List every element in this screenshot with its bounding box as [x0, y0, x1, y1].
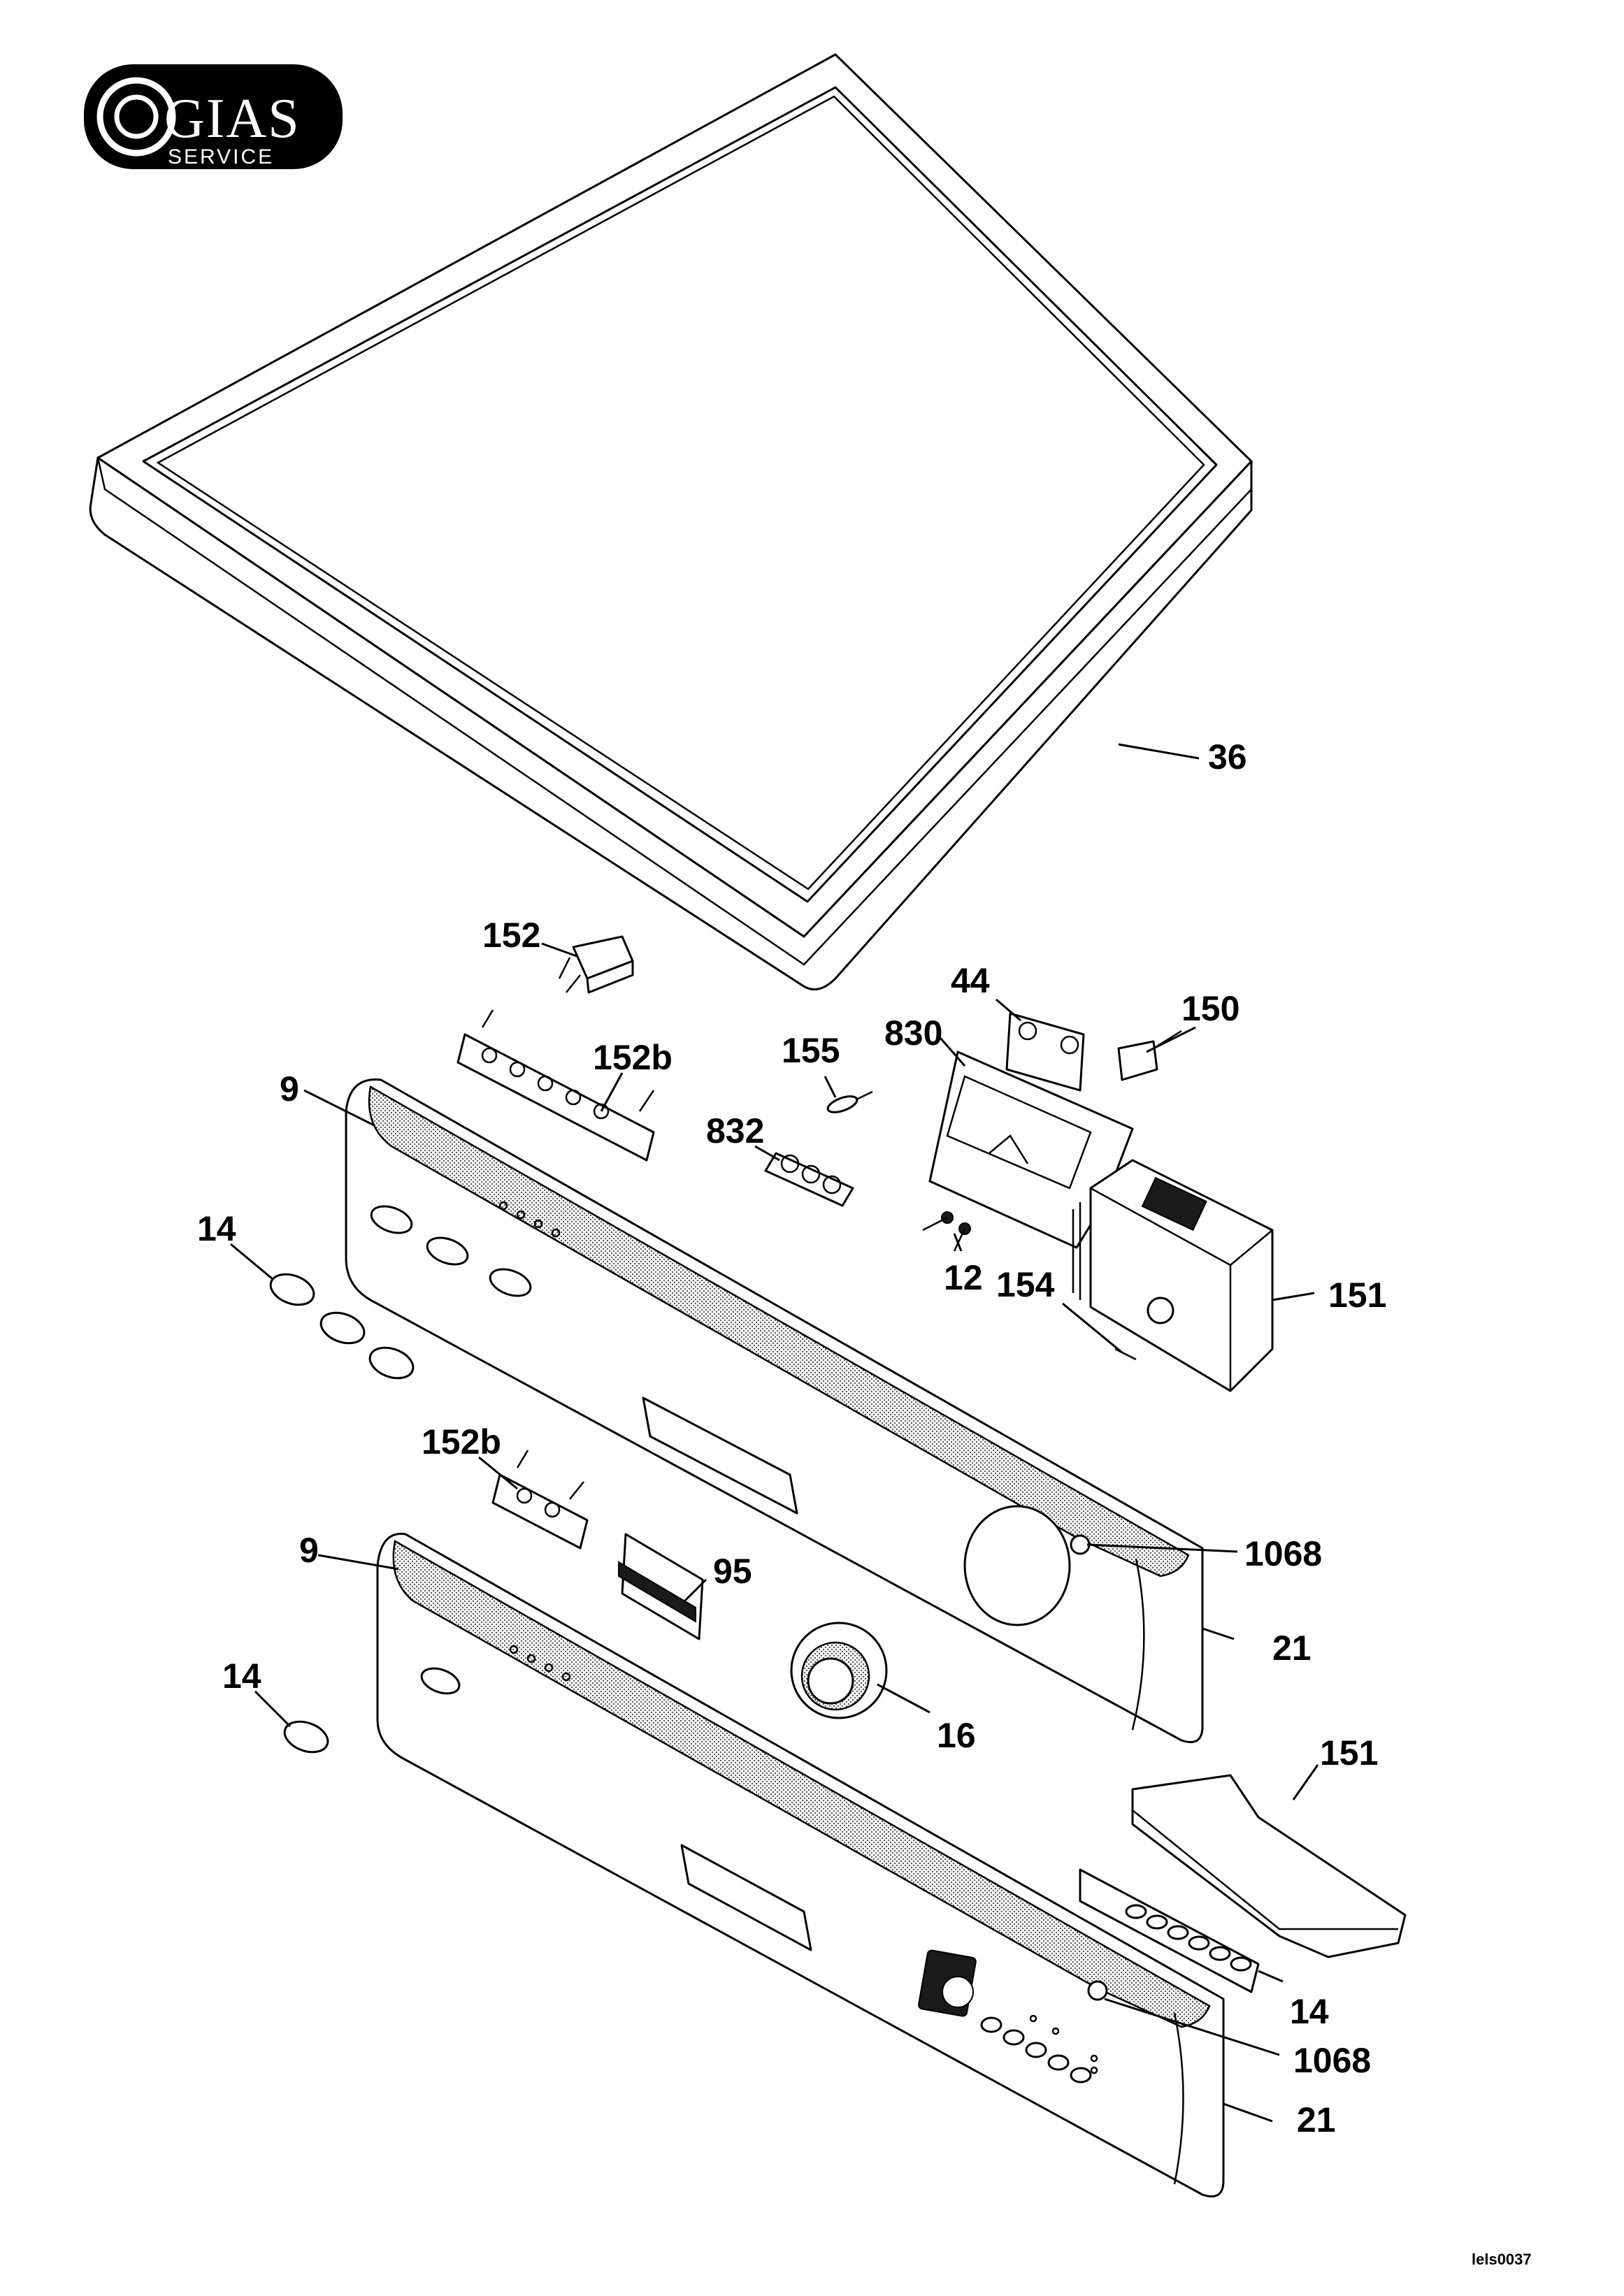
electronic-board-95-part: [618, 1533, 704, 1640]
logo-brand: GIAS: [164, 88, 301, 150]
knob-caps-14-top-part: [269, 1273, 415, 1380]
callout-36: 36: [1208, 737, 1247, 777]
callout-1068-top: 1068: [1244, 1534, 1322, 1573]
callout-9-top: 9: [280, 1069, 299, 1109]
wire-connector-832-part: [764, 1152, 854, 1207]
logo-tagline: SERVICE: [168, 145, 274, 168]
spring-clip-12-part: [922, 1211, 971, 1252]
callout-16: 16: [937, 1716, 976, 1755]
callout-832: 832: [706, 1111, 764, 1150]
callout-labels: 36 152 44 150 155 830 152b 9 832 12 14 1…: [197, 737, 1386, 2139]
callout-152b-top: 152b: [593, 1038, 673, 1077]
callout-14-left: 14: [222, 1656, 261, 1696]
button-holder-152b-bottom-part: [491, 1450, 589, 1550]
callout-150: 150: [1181, 989, 1239, 1028]
callout-154: 154: [996, 1265, 1055, 1304]
door-lock-44-part: [1005, 1012, 1085, 1092]
callout-14-right: 14: [1290, 1992, 1329, 2031]
micro-switch-152-part: [558, 935, 634, 994]
callout-152: 152: [482, 916, 540, 955]
callout-9-bottom: 9: [299, 1531, 319, 1570]
knob-cap-14-left-part: [283, 1720, 329, 1754]
callout-95: 95: [713, 1552, 752, 1591]
callout-830: 830: [884, 1013, 942, 1053]
gias-service-logo: GIAS SERVICE: [84, 64, 343, 169]
top-lid-part: [89, 53, 1253, 991]
callout-12: 12: [944, 1258, 983, 1297]
callout-21-top: 21: [1272, 1629, 1312, 1668]
button-holder-152b-top-part: [457, 1009, 655, 1162]
knob-16-part: [790, 1622, 888, 1719]
lower-control-panel-part: [376, 1533, 1225, 2197]
callout-151-bottom: 151: [1320, 1733, 1378, 1772]
callout-21-bottom: 21: [1297, 2100, 1336, 2139]
programmer-151-top-part: [1072, 1159, 1274, 1392]
callout-151-top: 151: [1328, 1276, 1386, 1315]
upper-control-panel-part: [345, 1078, 1204, 1743]
bulb-155-part: [826, 1090, 873, 1113]
programmer-151-bottom-part: [1079, 1774, 1407, 1993]
leader-lines: [230, 743, 1319, 2123]
document-id: lels0037: [1472, 2251, 1532, 2268]
callout-44: 44: [951, 961, 990, 1000]
callout-155: 155: [782, 1031, 840, 1070]
callout-14-top: 14: [197, 1209, 236, 1248]
callout-152b-bottom: 152b: [422, 1422, 501, 1461]
callout-1068-bottom: 1068: [1293, 2041, 1371, 2080]
